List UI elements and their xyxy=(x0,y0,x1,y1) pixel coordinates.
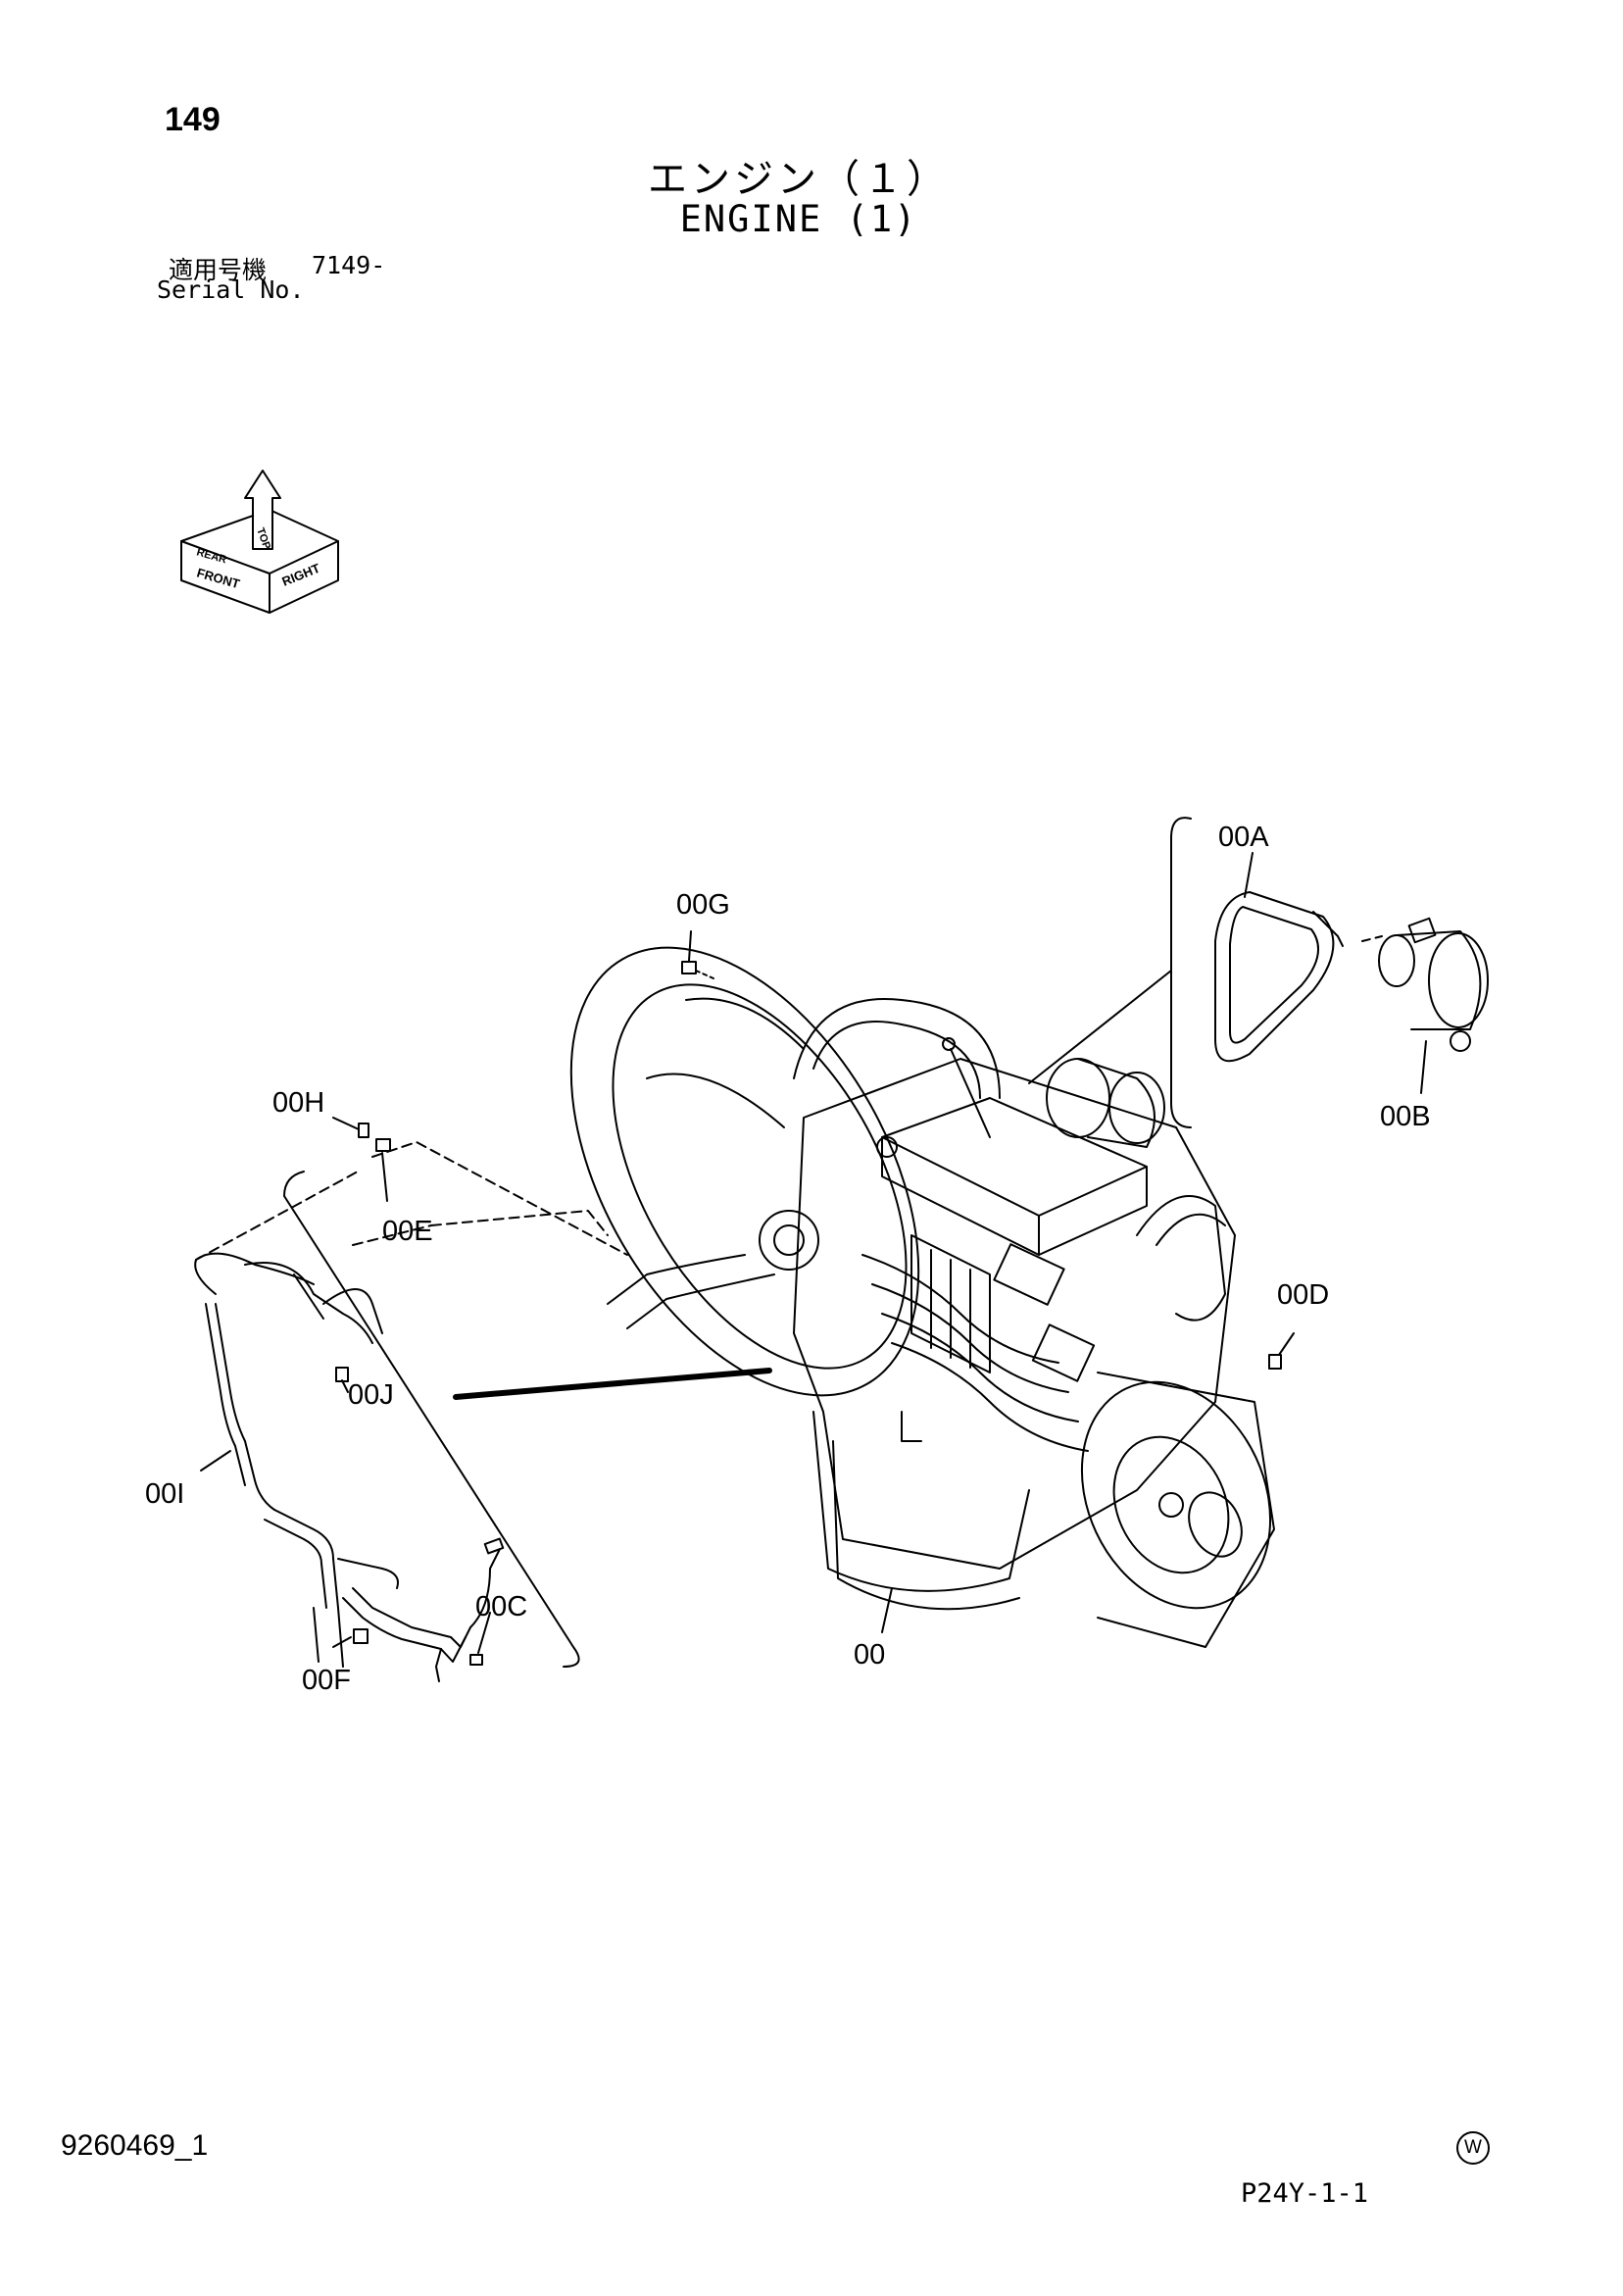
bolt-00D-icon xyxy=(1268,1354,1282,1370)
document-id: 9260469_1 xyxy=(61,2129,209,2162)
orientation-cube-icon: FRONT RIGHT TOP REAR xyxy=(180,470,339,614)
serial-label-english: Serial No. xyxy=(157,275,305,304)
harness-detail xyxy=(194,1141,772,1682)
serial-label-japanese: 適用号機 xyxy=(169,256,268,284)
callout-00J: 00J xyxy=(348,1379,394,1411)
serial-number-value: 7149- xyxy=(312,251,386,279)
callout-00G: 00G xyxy=(676,889,730,921)
callout-00F: 00F xyxy=(302,1665,351,1696)
callout-00: 00 xyxy=(854,1639,885,1671)
belt-and-component-detail xyxy=(1028,817,1489,1128)
fitting-00E-icon xyxy=(375,1138,391,1152)
callout-00B: 00B xyxy=(1380,1101,1431,1132)
bolt-00G-icon xyxy=(681,961,697,974)
fitting-00H-icon xyxy=(358,1123,369,1138)
callout-00A: 00A xyxy=(1218,822,1269,853)
page-reference: P24Y-1-1 xyxy=(1241,2178,1369,2209)
callout-00D: 00D xyxy=(1277,1279,1329,1311)
callout-00H: 00H xyxy=(272,1087,324,1119)
page-number: 149 xyxy=(165,101,221,138)
callout-00C: 00C xyxy=(475,1591,527,1622)
fitting-00C-icon xyxy=(469,1654,483,1666)
callout-00I: 00I xyxy=(145,1478,184,1510)
page-title-english: ENGINE (1) xyxy=(679,198,918,240)
w-circle-mark: W xyxy=(1456,2131,1490,2165)
page-title-japanese: エンジン（１） xyxy=(648,157,950,202)
engine-assembly-drawing xyxy=(569,946,1275,1648)
callout-00E: 00E xyxy=(382,1216,433,1247)
